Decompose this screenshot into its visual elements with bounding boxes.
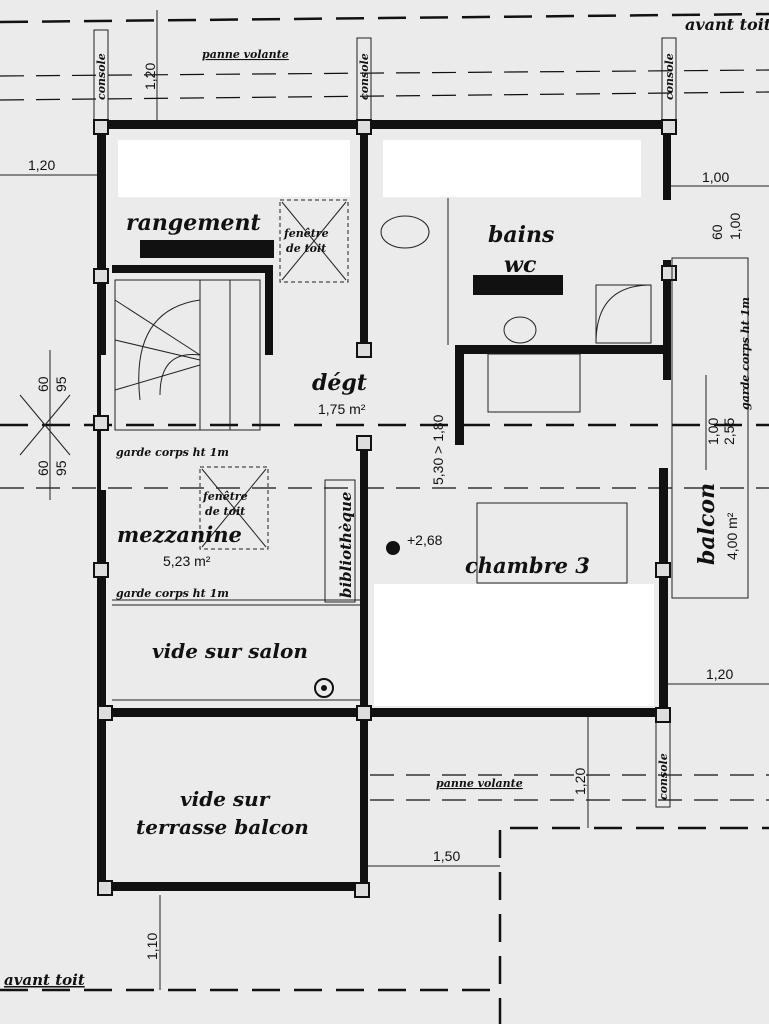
fenetre-label: fenêtre [202, 490, 248, 503]
room-vide-terrasse: terrasse balcon [136, 815, 309, 839]
panne-volante-label: panne volante [202, 48, 289, 61]
room-labels: rangement fenêtre de toit fenêtre de toi… [116, 210, 752, 839]
avant-toit-label: avant toit [4, 971, 85, 989]
dim-label: 5,30 > 1,80 [430, 414, 446, 485]
dim-label: 1,10 [144, 933, 160, 960]
room-degt: dégt [312, 370, 367, 396]
panne-volante-label: panne volante [436, 777, 523, 790]
dim-label: 1,50 [433, 848, 460, 864]
dim-label: 1,00 [705, 418, 721, 445]
fenetre-label: de toit [205, 505, 245, 518]
dim-label: 60 [35, 376, 51, 392]
room-mezzanine: mezzanine [117, 522, 242, 547]
console-label: console [358, 53, 371, 100]
garde-corps-label: garde corps ht 1m [116, 446, 229, 459]
dim-label: 1,20 [142, 63, 158, 90]
avant-toit-label: avant toit [685, 15, 769, 34]
fixtures [112, 198, 749, 701]
degt-area: 1,75 m² [318, 401, 366, 417]
dim-label: 60 [709, 224, 725, 240]
mezzanine-area: 5,23 m² [163, 553, 211, 569]
room-vide-terrasse: vide sur [180, 787, 271, 811]
dim-label: 1,00 [727, 213, 743, 240]
console-label: console [663, 53, 676, 100]
dim-label: 1,20 [706, 666, 733, 682]
fenetre-label: fenêtre [283, 227, 329, 240]
dim-label: 60 [35, 460, 51, 476]
garde-corps-label: garde corps ht 1m [739, 297, 752, 410]
roof-lines [0, 12, 769, 1024]
dim-label: 95 [53, 376, 69, 392]
dim-label: 1,00 [702, 169, 729, 185]
room-wc: wc [504, 252, 537, 278]
dim-label: 95 [53, 460, 69, 476]
dim-label: 1,20 [572, 768, 588, 795]
balcon-area: 4,00 m² [724, 512, 740, 560]
garde-corps-label: garde corps ht 1m [116, 587, 229, 600]
console-label: console [657, 753, 670, 800]
consoles: console console console console [93, 29, 677, 808]
dim-label: 2,55 [721, 418, 737, 445]
dim-label: 1,20 [28, 157, 55, 173]
walls [97, 120, 671, 891]
fenetre-label: de toit [286, 242, 326, 255]
room-bains: bains [488, 222, 554, 248]
room-balcon: balcon [694, 483, 720, 565]
room-chambre: chambre 3 [465, 553, 590, 578]
console-label: console [95, 53, 108, 100]
room-vide-salon: vide sur salon [152, 639, 308, 663]
redactions [118, 140, 654, 706]
room-rangement: rangement [126, 210, 261, 236]
dimensions: 1,20 1,20 1,00 60 1,00 60 95 60 95 5,30 … [0, 10, 769, 990]
level-marker: +2,68 [407, 532, 443, 548]
posts [93, 119, 677, 898]
room-bibliotheque: bibliothèque [337, 492, 355, 598]
